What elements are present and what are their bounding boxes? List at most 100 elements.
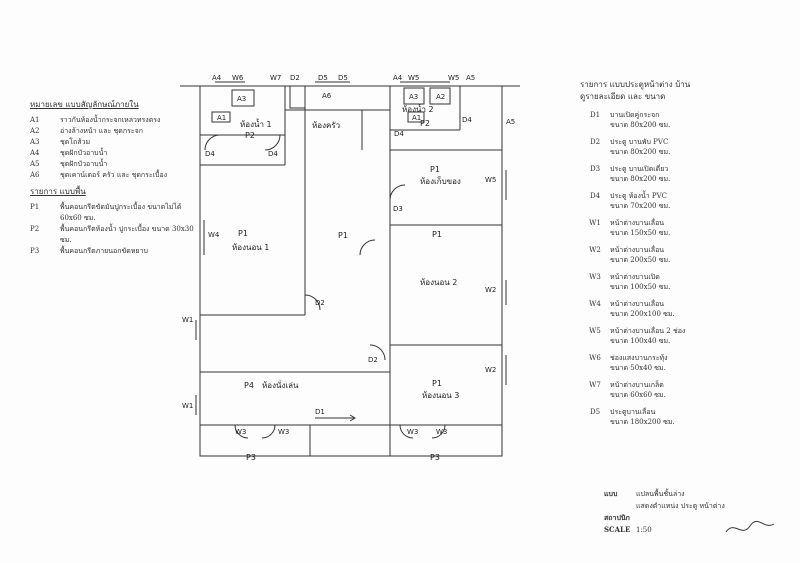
opening-legend-desc: หน้าต่างบานเลื่อน 2 ช่องขนาด 100x40 ซม. xyxy=(610,326,780,346)
window-label-w4: W4 xyxy=(208,231,220,239)
opening-legend-size: ขนาด 80x200 ซม. xyxy=(610,148,671,156)
tb-label-blank xyxy=(604,500,636,512)
floor-tag-p2-left: P2 xyxy=(245,131,255,140)
room-label-bed3: ห้องนอน 3 xyxy=(422,391,459,400)
right-legend: รายการ แบบประตูหน้าต่าง บ้าน ดูรายละเอีย… xyxy=(580,80,780,434)
floor-plan: A4 W6 W7 A3 A3 A2 A1 A1 A4 W5 W5 A5 A6 D… xyxy=(180,74,520,462)
fixture-label-a4-right: A4 xyxy=(393,74,403,82)
opening-legend-code: D4 xyxy=(589,192,601,200)
door-label-d4-left: D4 xyxy=(205,150,215,158)
window-label-w6-top: W6 xyxy=(232,74,244,82)
opening-legend-size: ขนาด 200x50 ซม. xyxy=(610,256,671,264)
opening-legend-desc: บานเปิดคู่กระจกขนาด 80x200 ซม. xyxy=(610,110,780,130)
opening-legend-size: ขนาด 60x60 ซม. xyxy=(610,391,666,399)
signature xyxy=(725,520,775,533)
fixture-label-a1-right: A1 xyxy=(412,114,421,122)
floor-legend-row: P3 พื้นคอนกรีตภายนอกขัดหยาบ xyxy=(30,246,200,257)
window-label-w3-a: W3 xyxy=(235,428,246,436)
opening-legend-code: W2 xyxy=(589,246,601,254)
fixture-legend-desc: อ่างล้างหน้า และ ชุดกระจก xyxy=(60,127,143,135)
window-label-a5-right: A5 xyxy=(506,118,515,126)
fixture-legend-code: A1 xyxy=(30,116,40,124)
floor-tag-p1-bed3: P1 xyxy=(432,379,442,388)
fixture-label-a6: A6 xyxy=(322,92,332,100)
fixture-legend-code: A3 xyxy=(30,138,40,146)
opening-legend-row: D5 ประตูบานเลื่อนขนาด 180x200 ซม. xyxy=(580,407,780,427)
floor-tag-p4-living: P4 xyxy=(244,381,254,390)
opening-legend-desc: ช่องแสงบานกระทุ้งขนาด 50x40 ซม. xyxy=(610,353,780,373)
opening-legend-row: W4 หน้าต่างบานเลื่อนขนาด 200x100 ซม. xyxy=(580,299,780,319)
window-label-w7-top: W7 xyxy=(270,74,281,82)
fixture-legend-code: A5 xyxy=(30,160,40,168)
door-label-d1: D1 xyxy=(315,408,325,416)
window-label-w3-c: W3 xyxy=(407,428,418,436)
room-label-bed2: ห้องนอน 2 xyxy=(420,278,457,287)
opening-legend-size: ขนาด 70x200 ซม. xyxy=(610,202,671,210)
window-label-w5-top: W5 xyxy=(408,74,419,82)
opening-legend-size: ขนาด 150x50 ซม. xyxy=(610,229,671,237)
door-label-d5-top: D5 xyxy=(318,74,328,82)
legend-doors-subheader: ดูรายละเอียด และ ขนาด xyxy=(580,92,666,101)
floor-legend-code: P2 xyxy=(30,225,40,233)
room-label-bath2: ห้องน้ำ 2 xyxy=(402,103,434,114)
opening-legend-desc: ประตูบานเลื่อนขนาด 180x200 ซม. xyxy=(610,407,780,427)
opening-legend-size: ขนาด 50x40 ซม. xyxy=(610,364,666,372)
fixture-label-a3-right: A3 xyxy=(409,93,418,101)
fixture-legend-desc: ชุดฝักบัวอาบน้ำ xyxy=(60,160,108,168)
opening-legend-code: W6 xyxy=(589,354,601,362)
opening-legend-size: ขนาด 180x200 ซม. xyxy=(610,418,675,426)
opening-legend-row: W7 หน้าต่างบานเกล็ดขนาด 60x60 ซม. xyxy=(580,380,780,400)
floor-legend-code: P3 xyxy=(30,247,40,255)
fixture-label-a2-right: A2 xyxy=(436,93,445,101)
floor-tag-p1-laundry: P1 xyxy=(430,165,440,174)
floor-legend-desc: พื้นคอนกรีตภายนอกขัดหยาบ xyxy=(60,247,148,255)
opening-legend-row: W1 หน้าต่างบานเลื่อนขนาด 150x50 ซม. xyxy=(580,218,780,238)
room-label-bed1: ห้องนอน 1 xyxy=(232,243,269,252)
opening-legend-size: ขนาด 100x50 ซม. xyxy=(610,283,671,291)
door-label-d5-top-2: D5 xyxy=(338,74,348,82)
legend-doors-header: รายการ แบบประตูหน้าต่าง บ้าน xyxy=(580,80,691,89)
opening-legend-size: ขนาด 80x200 ซม. xyxy=(610,175,671,183)
tb-value-drawing: แปลนพื้นชั้นล่าง xyxy=(636,490,685,498)
opening-legend-code: W5 xyxy=(589,327,601,335)
fixture-legend-code: A4 xyxy=(30,149,40,157)
opening-legend-desc: หน้าต่างบานเลื่อนขนาด 150x50 ซม. xyxy=(610,218,780,238)
legend-floor-header: รายการ แบบพื้น xyxy=(30,187,86,196)
opening-legend-code: W1 xyxy=(589,219,601,227)
opening-legend-code: W7 xyxy=(589,381,601,389)
window-label-w5-top-2: W5 xyxy=(448,74,459,82)
fixture-legend-code: A2 xyxy=(30,127,40,135)
opening-legend-code: D5 xyxy=(589,408,601,416)
floor-legend-desc: พื้นคอนกรีตขัดมันปูกระเบื้อง ขนาดไม่ได้ … xyxy=(60,203,182,222)
opening-legend-size: ขนาด 80x200 ซม. xyxy=(610,121,671,129)
tb-label-scale: SCALE xyxy=(604,525,631,534)
room-label-kitchen: ห้องครัว xyxy=(312,121,340,130)
window-label-w2-right: W2 xyxy=(485,286,496,294)
door-label-d2-top: D2 xyxy=(290,74,300,82)
tb-value-scale: 1:50 xyxy=(636,526,652,534)
room-label-laundry: ห้องเก็บของ xyxy=(420,176,461,186)
opening-legend-size: ขนาด 200x100 ซม. xyxy=(610,310,675,318)
opening-legend-desc: ประตู บานเปิดเดี่ยวขนาด 80x200 ซม. xyxy=(610,164,780,184)
door-label-d4-right: D4 xyxy=(268,150,278,158)
opening-legend-code: W4 xyxy=(589,300,601,308)
opening-legend-desc: หน้าต่างบานเกล็ดขนาด 60x60 ซม. xyxy=(610,380,780,400)
opening-legend-desc: หน้าต่างบานเลื่อนขนาด 200x100 ซม. xyxy=(610,299,780,319)
opening-legend-row: D3 ประตู บานเปิดเดี่ยวขนาด 80x200 ซม. xyxy=(580,164,780,184)
legend-fixtures-header: หมายเลข แบบสัญลักษณ์ภายใน xyxy=(30,100,139,109)
opening-legend-desc: หน้าต่างบานเปิดขนาด 100x50 ซม. xyxy=(610,272,780,292)
window-label-w5-right: W5 xyxy=(485,176,496,184)
opening-legend-code: D3 xyxy=(589,165,601,173)
fixture-legend-code: A6 xyxy=(30,171,40,179)
opening-legend-row: W6 ช่องแสงบานกระทุ้งขนาด 50x40 ซม. xyxy=(580,353,780,373)
floor-tag-p3-right: P3 xyxy=(430,453,440,462)
opening-legend-row: W5 หน้าต่างบานเลื่อน 2 ช่องขนาด 100x40 ซม… xyxy=(580,326,780,346)
